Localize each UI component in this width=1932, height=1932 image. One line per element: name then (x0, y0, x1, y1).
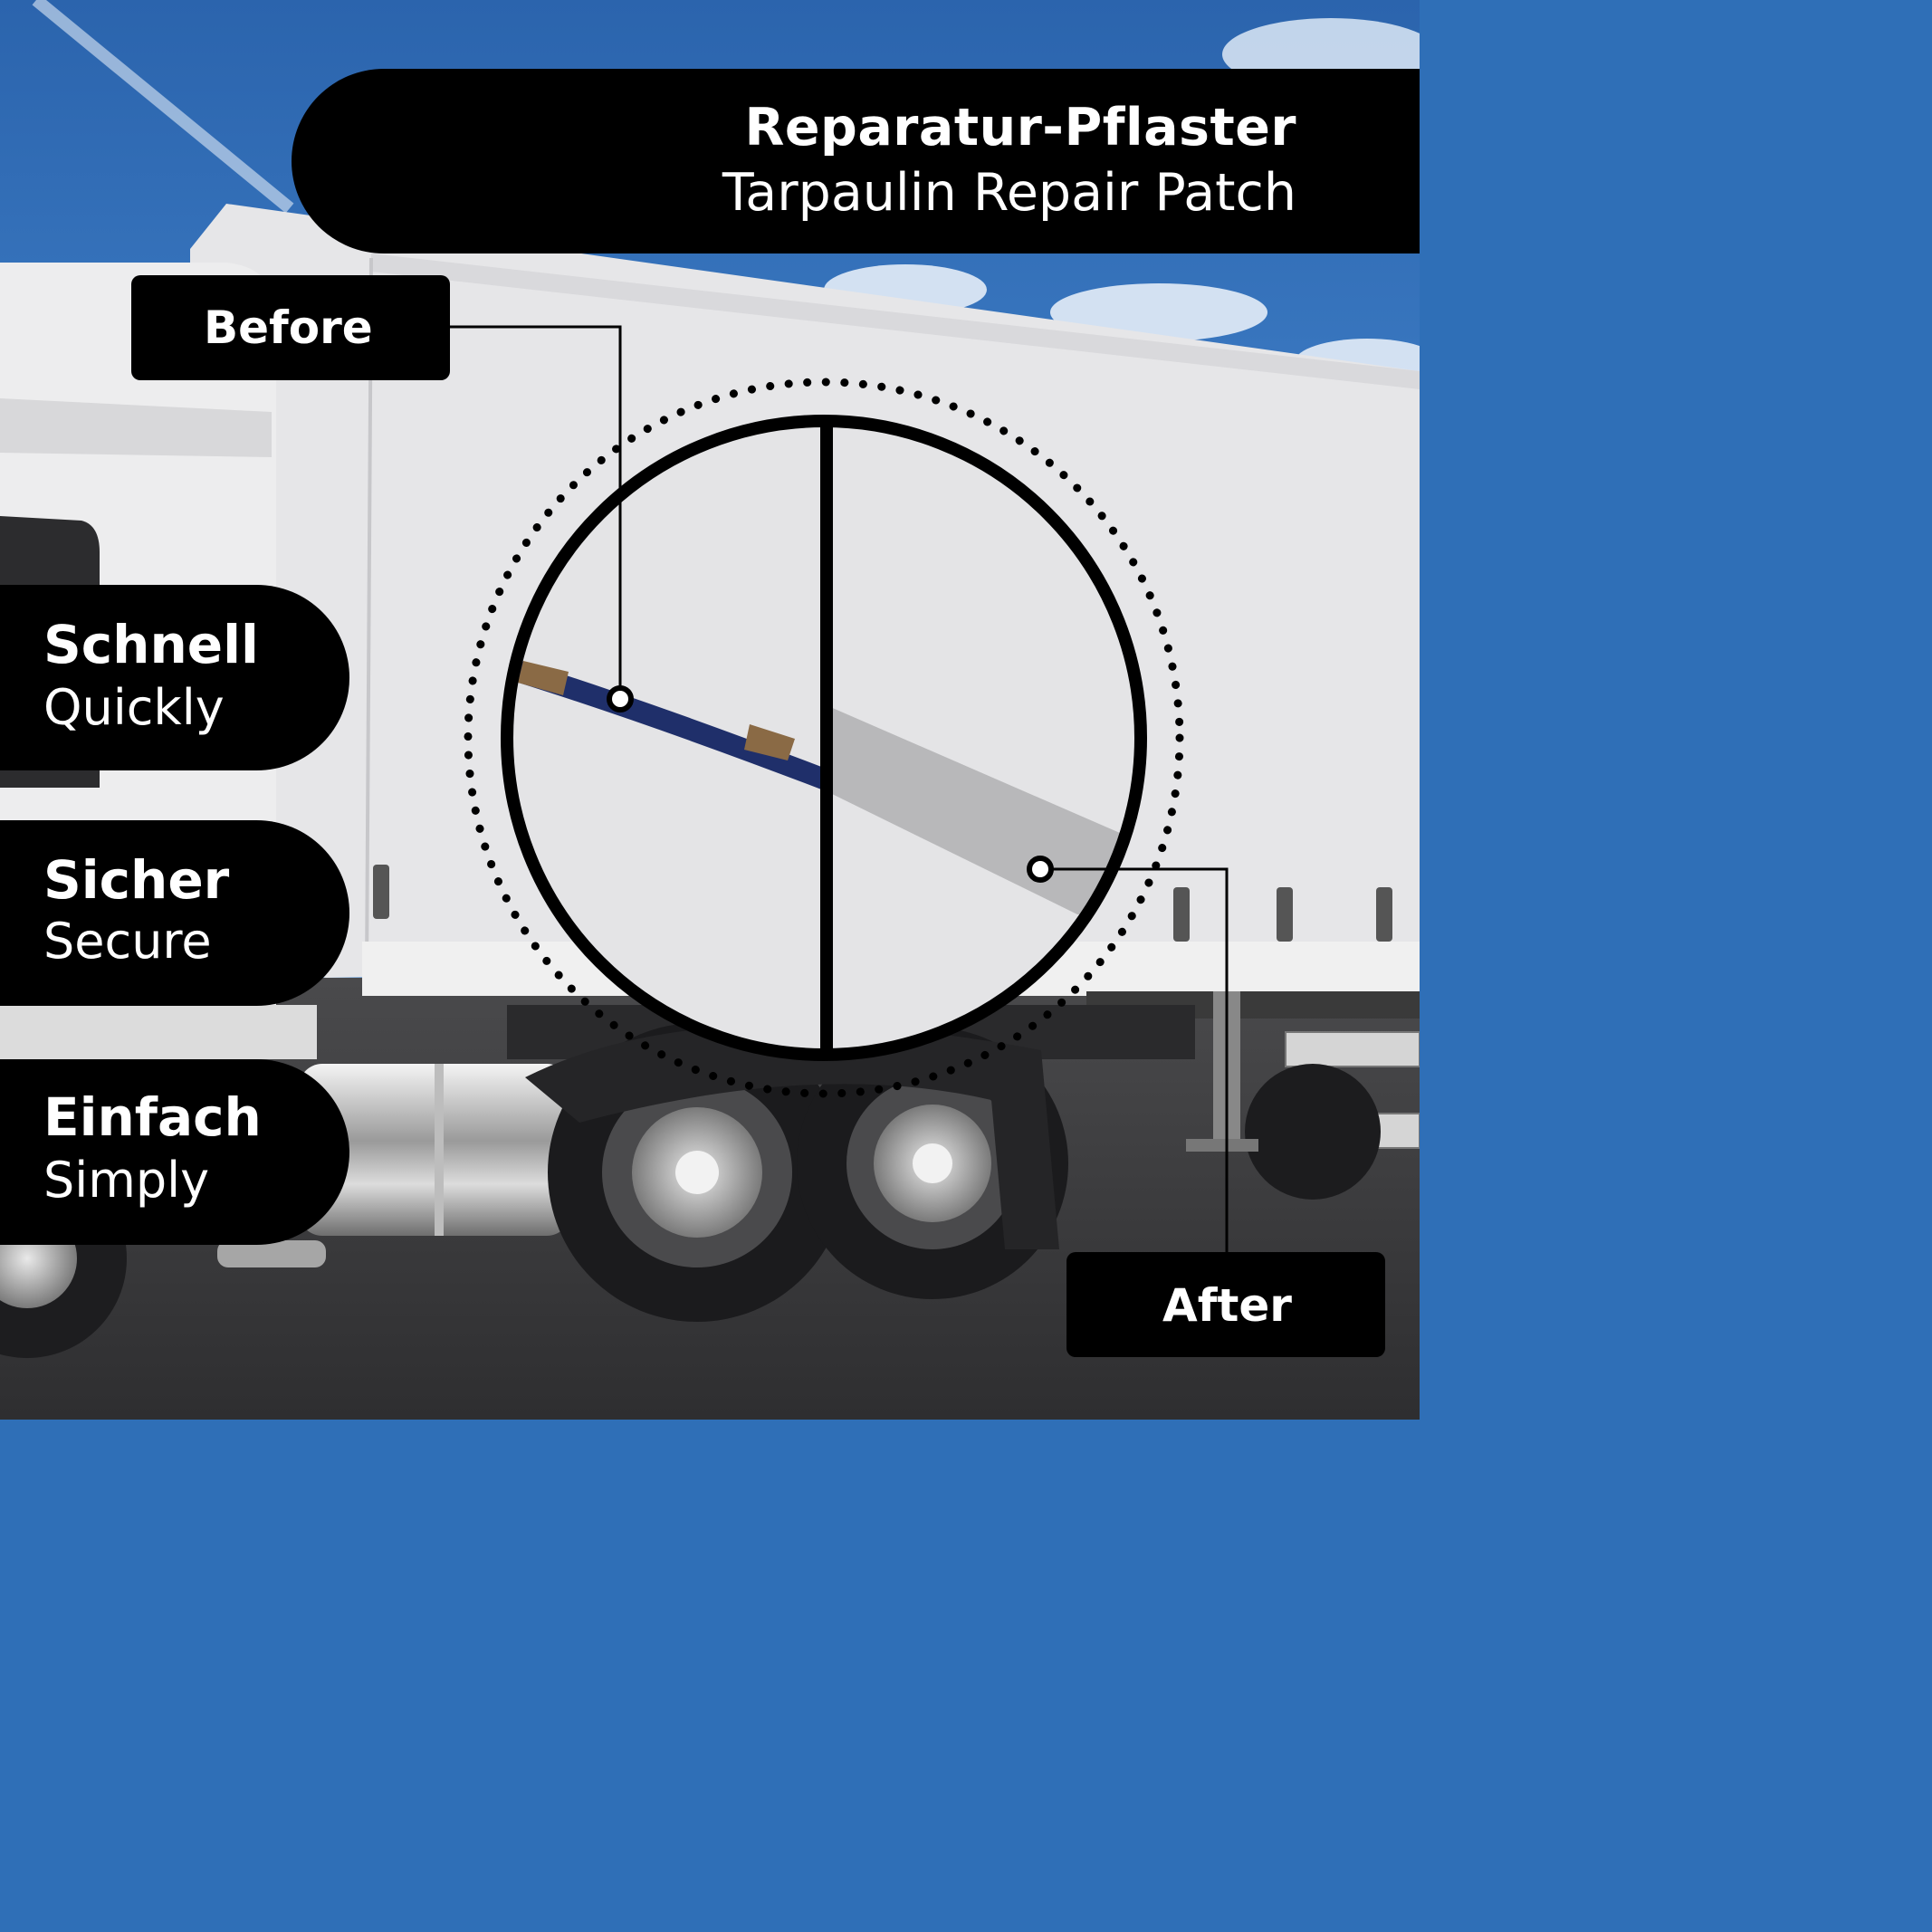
feature-simply-en: Simply (43, 1152, 210, 1209)
before-connector-line (450, 325, 622, 699)
after-callout: After (1066, 1252, 1385, 1357)
dotted-ring (464, 378, 1184, 1098)
before-callout: Before (131, 275, 450, 380)
torn-strap (507, 656, 828, 792)
cloud (1050, 283, 1267, 341)
title-banner (292, 69, 1420, 253)
trailer-roof-edge (371, 253, 1420, 389)
before-marker (607, 685, 634, 713)
feature-quickly-de: Schnell (43, 614, 259, 675)
before-label: Before (204, 301, 373, 354)
tarp-buckles (373, 865, 1392, 942)
feature-pill-quickly (0, 585, 349, 770)
feature-pill-secure (0, 820, 349, 1006)
after-marker (1027, 856, 1054, 883)
feature-secure-en: Secure (43, 913, 212, 970)
after-connector-line (1040, 867, 1229, 1254)
title-german: Reparatur-Pflaster (744, 98, 1296, 158)
feature-quickly-en: Quickly (43, 679, 225, 736)
title-english: Tarpaulin Repair Patch (722, 163, 1296, 223)
feature-secure-de: Sicher (43, 849, 230, 911)
repair-patch (828, 706, 1141, 914)
feature-pill-simply (0, 1059, 349, 1245)
after-label: After (1162, 1279, 1292, 1332)
feature-simply-de: Einfach (43, 1086, 262, 1148)
contrail (32, 0, 294, 214)
